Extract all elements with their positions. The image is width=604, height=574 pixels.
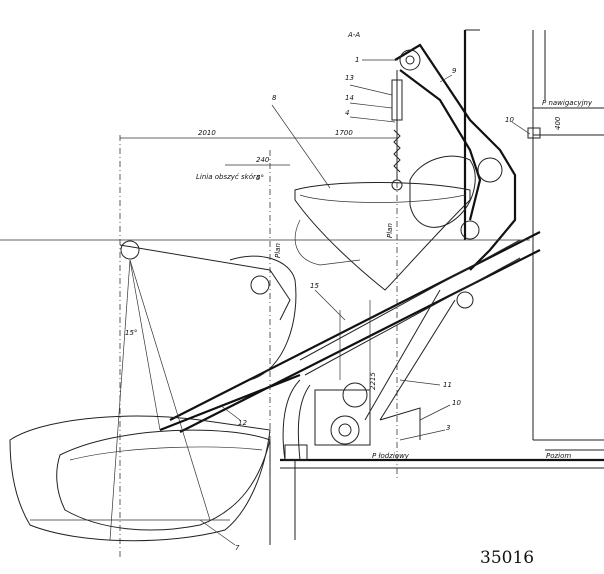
dim-400: 400 <box>554 116 562 130</box>
callout-14: 14 <box>345 94 354 102</box>
callout-11: 11 <box>443 381 452 389</box>
winch <box>284 382 421 461</box>
davit-arm <box>394 43 517 271</box>
callout-15: 15 <box>310 282 319 290</box>
boat-stowed <box>294 182 471 291</box>
callout-7: 7 <box>235 544 240 552</box>
drawing-number-stamp: 35016 <box>480 548 534 568</box>
dim-15deg: 15° <box>125 329 137 337</box>
ship-structure <box>269 29 604 545</box>
callout-4: 4 <box>345 109 349 117</box>
boat-swung-out <box>9 240 301 542</box>
deck-level-label: P nawigacyjny <box>542 99 593 107</box>
plan-label-b: Plan <box>386 223 394 238</box>
dimension-lines <box>0 130 530 560</box>
callout-3: 3 <box>446 424 450 432</box>
callout-8: 8 <box>272 94 277 102</box>
callout-13: 13 <box>345 74 354 82</box>
dim-1700: 1700 <box>335 129 353 137</box>
dim-240: 240 <box>256 156 270 164</box>
dim-2010: 2010 <box>198 129 216 137</box>
plan-label-a: Plan <box>274 243 282 258</box>
callout-10-top: 10 <box>505 116 514 124</box>
dim-5deg: 5° <box>256 174 264 182</box>
section-label: A-A <box>347 31 360 39</box>
boat-deck-label: P łodziowy <box>372 452 410 460</box>
launching-rail <box>169 231 541 461</box>
dim-2215: 2215 <box>369 372 377 390</box>
callout-12: 12 <box>238 419 247 427</box>
level-label: Poziom <box>546 452 571 460</box>
callout-9: 9 <box>452 67 457 75</box>
callout-10-bottom: 10 <box>452 399 461 407</box>
callout-leaders <box>199 59 531 546</box>
hull-line-label: Linia obszyć skóra <box>196 173 260 181</box>
callout-1: 1 <box>355 56 359 64</box>
